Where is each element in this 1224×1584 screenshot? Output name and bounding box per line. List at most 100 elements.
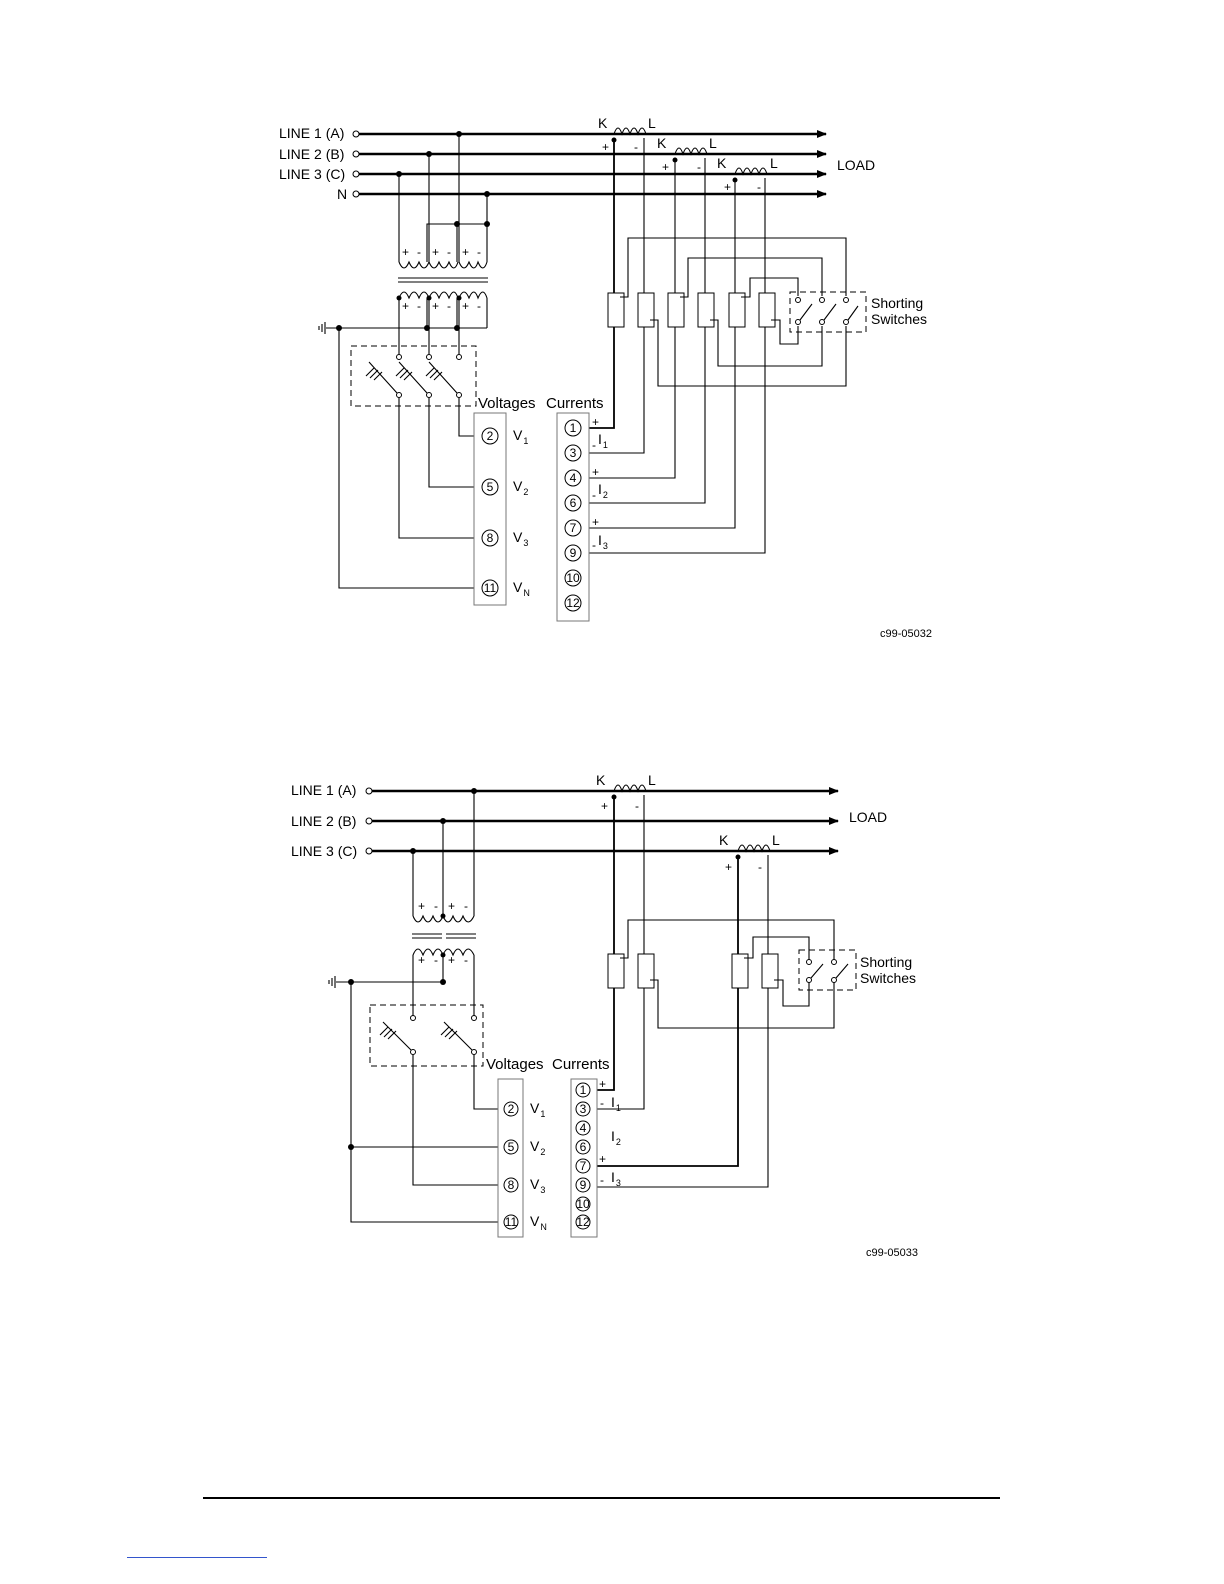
footer-rule: [203, 1497, 1000, 1499]
diagram-2-ref: c99-05033: [866, 1247, 918, 1259]
bus-lines: [365, 787, 839, 855]
svg-text:-: -: [635, 799, 639, 813]
svg-text:8: 8: [508, 1178, 515, 1192]
svg-text:I3: I3: [598, 532, 608, 551]
svg-text:L: L: [772, 832, 780, 848]
svg-text:K: K: [657, 135, 667, 151]
svg-text:-: -: [600, 1096, 604, 1110]
voltages-title: Voltages: [486, 1056, 544, 1073]
svg-text:+: +: [725, 860, 732, 874]
line-2-label: LINE 2 (B): [291, 813, 356, 829]
svg-text:L: L: [648, 772, 656, 788]
svg-text:2: 2: [487, 429, 494, 443]
svg-text:5: 5: [487, 480, 494, 494]
svg-text:K: K: [719, 832, 729, 848]
svg-text:4: 4: [570, 471, 577, 485]
svg-text:+: +: [724, 180, 731, 194]
svg-text:-: -: [757, 180, 761, 194]
svg-text:-: -: [417, 245, 421, 259]
svg-text:L: L: [770, 155, 778, 171]
ct-a: K L + -: [598, 115, 656, 154]
svg-text:-: -: [477, 245, 481, 259]
svg-text:+: +: [402, 299, 409, 313]
svg-text:5: 5: [508, 1140, 515, 1154]
line-3-label: LINE 3 (C): [279, 166, 345, 182]
svg-text:K: K: [598, 115, 608, 131]
ct-c: K L + -: [717, 155, 778, 194]
current-terminal-block: Currents 1 3 4 6 7 9 10 12 +- +- I1 I2 I…: [552, 1056, 621, 1238]
svg-text:+: +: [599, 1152, 606, 1166]
svg-text:-: -: [697, 160, 701, 174]
svg-text:L: L: [648, 115, 656, 131]
svg-text:12: 12: [576, 1215, 590, 1229]
svg-text:3: 3: [580, 1102, 587, 1116]
ground-symbol: [328, 976, 500, 1223]
svg-text:11: 11: [484, 581, 497, 595]
ct-a: K L + -: [596, 772, 656, 813]
svg-text:I3: I3: [611, 1169, 621, 1188]
svg-text:-: -: [447, 299, 451, 313]
svg-text:10: 10: [576, 1197, 590, 1211]
ct-secondary-wiring: [590, 794, 835, 1188]
svg-text:12: 12: [566, 596, 580, 610]
svg-text:I2: I2: [598, 481, 608, 500]
svg-text:+: +: [592, 465, 599, 479]
fuse-block: [369, 1004, 500, 1186]
svg-text:V3: V3: [513, 529, 528, 548]
svg-text:1: 1: [570, 421, 577, 435]
ground-symbol: [318, 322, 487, 589]
shorting-label-1: Shorting: [860, 954, 912, 970]
line-3-label: LINE 3 (C): [291, 843, 357, 859]
svg-text:11: 11: [505, 1215, 518, 1229]
svg-text:4: 4: [580, 1121, 587, 1135]
load-label: LOAD: [837, 157, 875, 173]
svg-text:I1: I1: [598, 431, 608, 450]
svg-text:+: +: [448, 899, 455, 913]
svg-text:V2: V2: [530, 1138, 545, 1157]
shorting-switches: Shorting Switches: [789, 291, 927, 333]
svg-text:6: 6: [580, 1140, 587, 1154]
svg-text:-: -: [600, 1173, 604, 1187]
svg-text:+: +: [448, 953, 455, 967]
svg-text:K: K: [596, 772, 606, 788]
svg-text:-: -: [464, 953, 468, 967]
line-2-label: LINE 2 (B): [279, 146, 344, 162]
svg-text:+: +: [462, 245, 469, 259]
svg-text:7: 7: [580, 1159, 587, 1173]
ct-secondary-wiring: [588, 137, 847, 554]
footer-link-underline[interactable]: [127, 1557, 267, 1558]
svg-text:+: +: [592, 415, 599, 429]
shorting-label-1: Shorting: [871, 295, 923, 311]
voltage-terminal-block: Voltages 2 5 8 11 V1 V2 V3 VN: [486, 1056, 547, 1238]
svg-text:-: -: [592, 438, 596, 452]
svg-text:-: -: [634, 140, 638, 154]
ct-c: K L + -: [719, 832, 780, 874]
svg-text:-: -: [434, 899, 438, 913]
svg-text:+: +: [592, 515, 599, 529]
diagram-1-ref: c99-05032: [880, 628, 932, 640]
diagram-1: LINE 1 (A) LINE 2 (B) LINE 3 (C) N LOAD …: [279, 115, 932, 640]
svg-text:VN: VN: [513, 579, 530, 598]
svg-text:V3: V3: [530, 1176, 545, 1195]
svg-text:9: 9: [570, 546, 577, 560]
shorting-label-2: Switches: [860, 970, 916, 986]
svg-text:7: 7: [570, 521, 577, 535]
load-label: LOAD: [849, 809, 887, 825]
svg-text:3: 3: [570, 446, 577, 460]
svg-text:-: -: [592, 538, 596, 552]
line-1-label: LINE 1 (A): [291, 782, 356, 798]
voltage-transformers: +- +- +- +- +- +-: [396, 245, 488, 348]
fuse-block: [350, 345, 477, 539]
line-1-label: LINE 1 (A): [279, 125, 344, 141]
svg-text:L: L: [709, 135, 717, 151]
svg-text:I1: I1: [611, 1094, 621, 1113]
voltage-transformers: +- +- +- +-: [412, 899, 476, 1018]
bus-lines: [352, 130, 827, 198]
svg-text:1: 1: [580, 1083, 587, 1097]
shorting-label-2: Switches: [871, 311, 927, 327]
vt-taps: [410, 788, 477, 919]
diagram-2: LINE 1 (A) LINE 2 (B) LINE 3 (C) LOAD K …: [291, 772, 918, 1259]
svg-text:-: -: [417, 299, 421, 313]
svg-text:9: 9: [580, 1178, 587, 1192]
svg-text:+: +: [601, 799, 608, 813]
